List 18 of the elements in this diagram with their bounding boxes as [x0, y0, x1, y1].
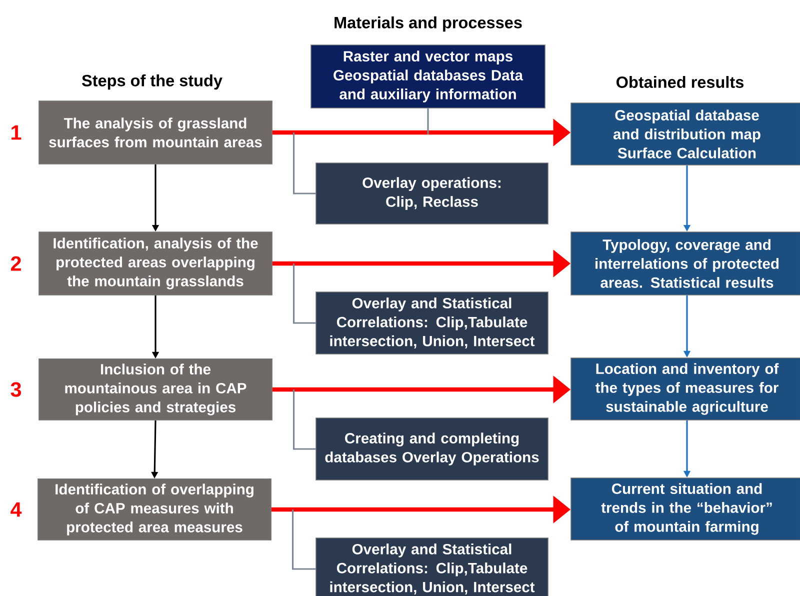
- result-box: Location and inventory of the types of measures for sustainable agriculture: [570, 358, 800, 420]
- step-box: Inclusion of the mountainous area in CAP policies and strategies: [38, 358, 272, 420]
- heading: Obtained results: [616, 76, 744, 88]
- result-box: Typology, coverage and interrelations of protected areas. Statistical results: [570, 232, 800, 296]
- step-box: Identification of overlapping of CAP measures with protected area measures: [38, 478, 272, 540]
- step-number: 1: [12, 125, 22, 140]
- step-number: 2: [10, 256, 21, 271]
- process-box: Overlay and Statistical Correlations: Clip,Tabulate intersection, Union, Intersect: [316, 292, 548, 354]
- step-number: 3: [10, 382, 21, 397]
- step-box: The analysis of grassland surfaces from mountain areas: [38, 100, 272, 164]
- process-box: Overlay and Statistical Correlations: Clip,Tabulate intersection, Union, Intersect: [316, 538, 548, 596]
- step-box: Identification, analysis of the protected areas overlapping the mountain grasslands: [38, 232, 272, 296]
- materials-box: Raster and vector maps Geospatial databases Data and auxiliary information: [310, 44, 546, 108]
- step-number: 4: [10, 502, 22, 517]
- result-box: Current situation and trends in the “behavior” of mountain farming: [570, 478, 800, 540]
- result-box: Geospatial database and distribution map Surface Calculation: [570, 102, 800, 166]
- process-box: Overlay operations: Clip, Reclass: [316, 162, 548, 224]
- process-box: Creating and completing databases Overlay Operations: [316, 418, 548, 480]
